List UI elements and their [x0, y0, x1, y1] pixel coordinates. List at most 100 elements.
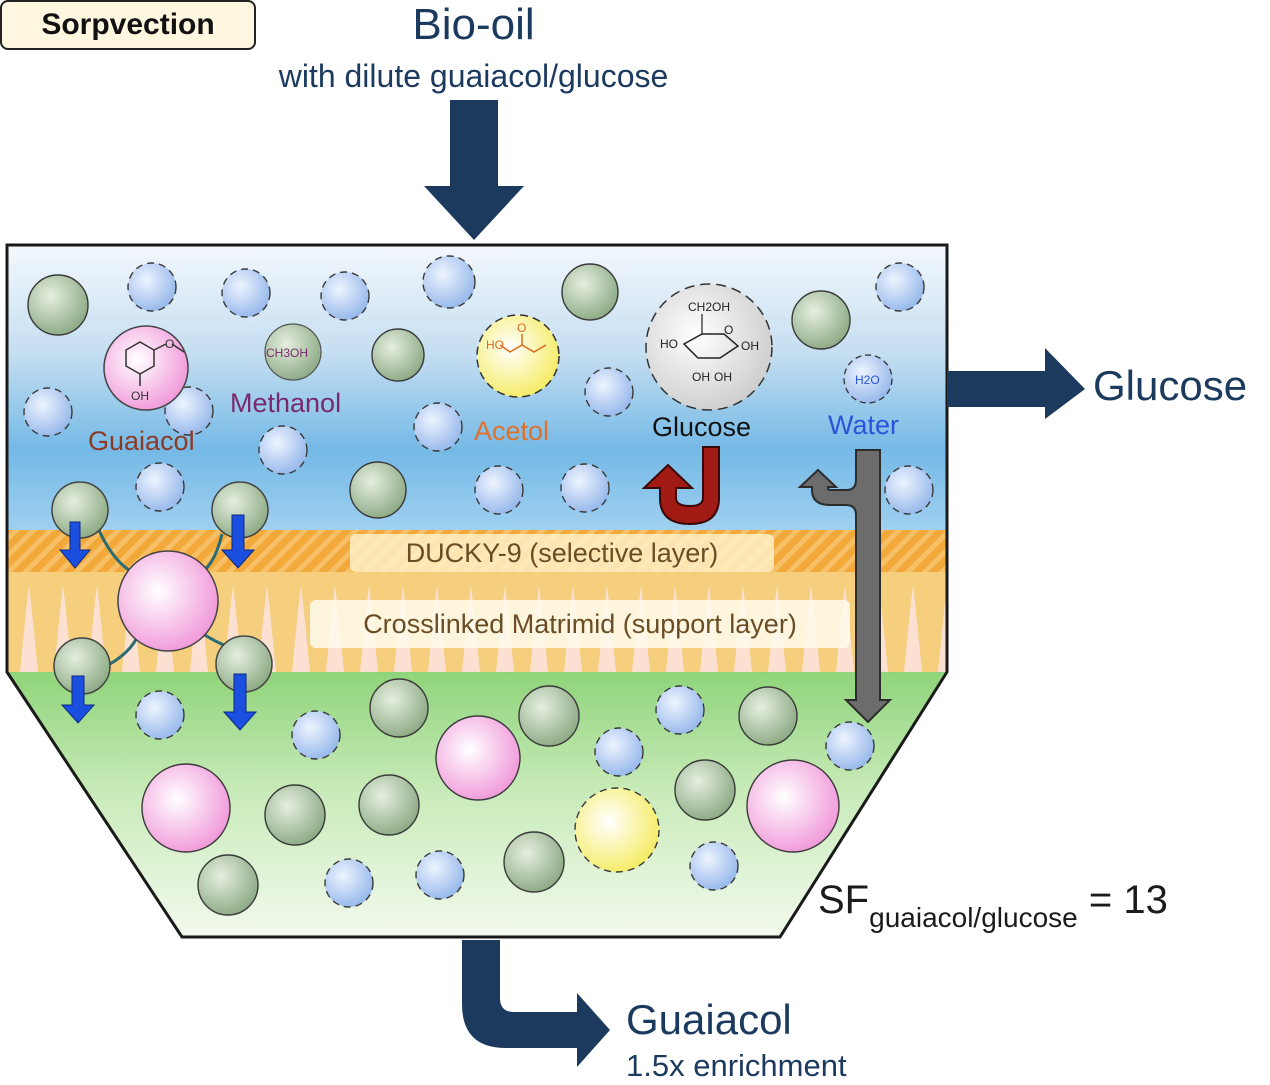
support-pore — [20, 585, 38, 672]
water-particle-4 — [422, 255, 476, 309]
support-pore — [292, 585, 310, 672]
guaiacol-particle-33 — [746, 759, 840, 853]
guaiacol-molecule: O OH — [103, 325, 189, 411]
sf-value-text: = 13 — [1088, 878, 1168, 922]
water-particle-2 — [221, 268, 271, 318]
water-particle-8 — [23, 387, 73, 437]
water-particle-16 — [474, 465, 524, 515]
separation-factor: SFguaiacol/glucose = 13 — [818, 878, 1168, 934]
green-particle-10 — [371, 328, 425, 382]
guaiacol-particle-22 — [435, 715, 521, 801]
water-particle-27 — [594, 727, 644, 777]
water-particle-17 — [560, 463, 610, 513]
retentate-arrow — [947, 348, 1085, 419]
glucose-ring-o-label: O — [724, 323, 733, 337]
green-particle-29 — [264, 784, 326, 846]
water-permeation-arrow — [797, 449, 893, 724]
support-layer-label: Crosslinked Matrimid (support layer) — [310, 600, 850, 648]
methanol-particle — [264, 323, 322, 381]
green-particle-23 — [518, 685, 580, 747]
water-particle-19 — [135, 690, 185, 740]
glucose-particle — [645, 283, 773, 411]
sorpvection-label: Sorpvection — [0, 0, 256, 50]
water-particle-14 — [135, 462, 185, 512]
diagram-subtitle: with dilute guaiacol/glucose — [278, 58, 669, 94]
acetol-particle-32 — [574, 787, 660, 873]
glucose-ho-label: HO — [660, 337, 678, 351]
sf-subscript: guaiacol/glucose — [869, 902, 1078, 933]
water-molecule: H2O — [843, 354, 893, 404]
permeate-output-label: Guaiacol — [626, 996, 792, 1043]
water-particle-3 — [320, 271, 370, 321]
particles — [23, 255, 934, 916]
glucose-oh-label-3: OH — [714, 370, 732, 384]
support-pore — [904, 585, 922, 672]
water-particle-1 — [127, 262, 177, 312]
water-particle-7 — [875, 262, 925, 312]
water-label: Water — [828, 410, 900, 440]
green-particle-5 — [561, 263, 619, 321]
green-particle-34 — [197, 854, 259, 916]
glucose-oh-label-1: OH — [741, 339, 759, 353]
methanol-formula: CH3OH — [266, 346, 308, 360]
glucose-oh-label-2: OH — [692, 370, 710, 384]
diagram-title: Bio-oil — [412, 0, 535, 49]
methanol-molecule: CH3OH — [264, 323, 322, 381]
green-particle-15 — [349, 461, 407, 519]
selective-layer-label: DUCKY-9 (selective layer) — [350, 534, 774, 572]
permeate-enrichment-note: 1.5x enrichment — [626, 1048, 847, 1083]
retentate-output-label: Glucose — [1093, 362, 1248, 409]
water-particle — [843, 354, 893, 404]
acetol-particle — [476, 314, 560, 398]
methoxy-o-label: O — [165, 337, 174, 351]
acetol-o-label: O — [517, 321, 526, 335]
guaiacol-particle-28 — [141, 763, 231, 853]
water-particle-18 — [884, 465, 934, 515]
water-particle-26 — [825, 721, 875, 771]
flux-arrow-3 — [60, 675, 96, 724]
water-formula: H2O — [855, 373, 880, 387]
water-particle-38 — [689, 841, 739, 891]
guaiacol-particle — [103, 325, 189, 411]
water-particle-35 — [324, 858, 374, 908]
green-particle-25 — [738, 686, 798, 746]
acetol-label: Acetol — [474, 416, 550, 446]
guaiacol-oh-label: OH — [131, 389, 149, 403]
sf-value — [1078, 878, 1089, 922]
water-particle-11 — [413, 402, 463, 452]
acetol-molecule: HO O — [476, 314, 560, 398]
glucose-molecule: CH2OH O HO OH OH OH — [645, 283, 773, 411]
green-particle-21 — [369, 678, 429, 738]
green-particle-0 — [27, 274, 89, 336]
methoxy-bond — [153, 343, 167, 351]
green-particle-30 — [358, 774, 420, 836]
permeate-arrow — [462, 940, 610, 1067]
glucose-label: Glucose — [652, 412, 752, 442]
green-particle-37 — [503, 831, 565, 893]
feed-arrow — [424, 100, 524, 240]
methoxy-bond-2 — [171, 343, 185, 353]
guaiacol-ring — [125, 341, 155, 375]
water-particle-9 — [164, 386, 214, 436]
flux-arrow-2 — [220, 514, 256, 569]
water-particle-36 — [415, 850, 465, 900]
support-pore — [938, 585, 947, 672]
water-particle-20 — [291, 710, 341, 760]
water-particle-24 — [655, 685, 705, 735]
guaiacol-label: Guaiacol — [88, 426, 195, 456]
sorpvection-guaiacol — [117, 550, 219, 652]
flux-arrow-4 — [222, 673, 258, 731]
acetol-ho-label: HO — [486, 338, 504, 352]
sf-symbol: SF — [818, 878, 870, 922]
vessel-outline — [5, 243, 949, 939]
methanol-label: Methanol — [230, 388, 342, 418]
water-particle-13 — [258, 425, 308, 475]
glucose-reject-arrow — [641, 446, 720, 526]
green-particle-31 — [674, 759, 736, 821]
glucose-ch2oh-label: CH2OH — [688, 300, 730, 314]
green-particle-6 — [791, 290, 851, 350]
flux-arrow-1 — [58, 521, 92, 569]
water-particle-12 — [584, 367, 634, 417]
sorpvection-cluster — [51, 481, 273, 731]
